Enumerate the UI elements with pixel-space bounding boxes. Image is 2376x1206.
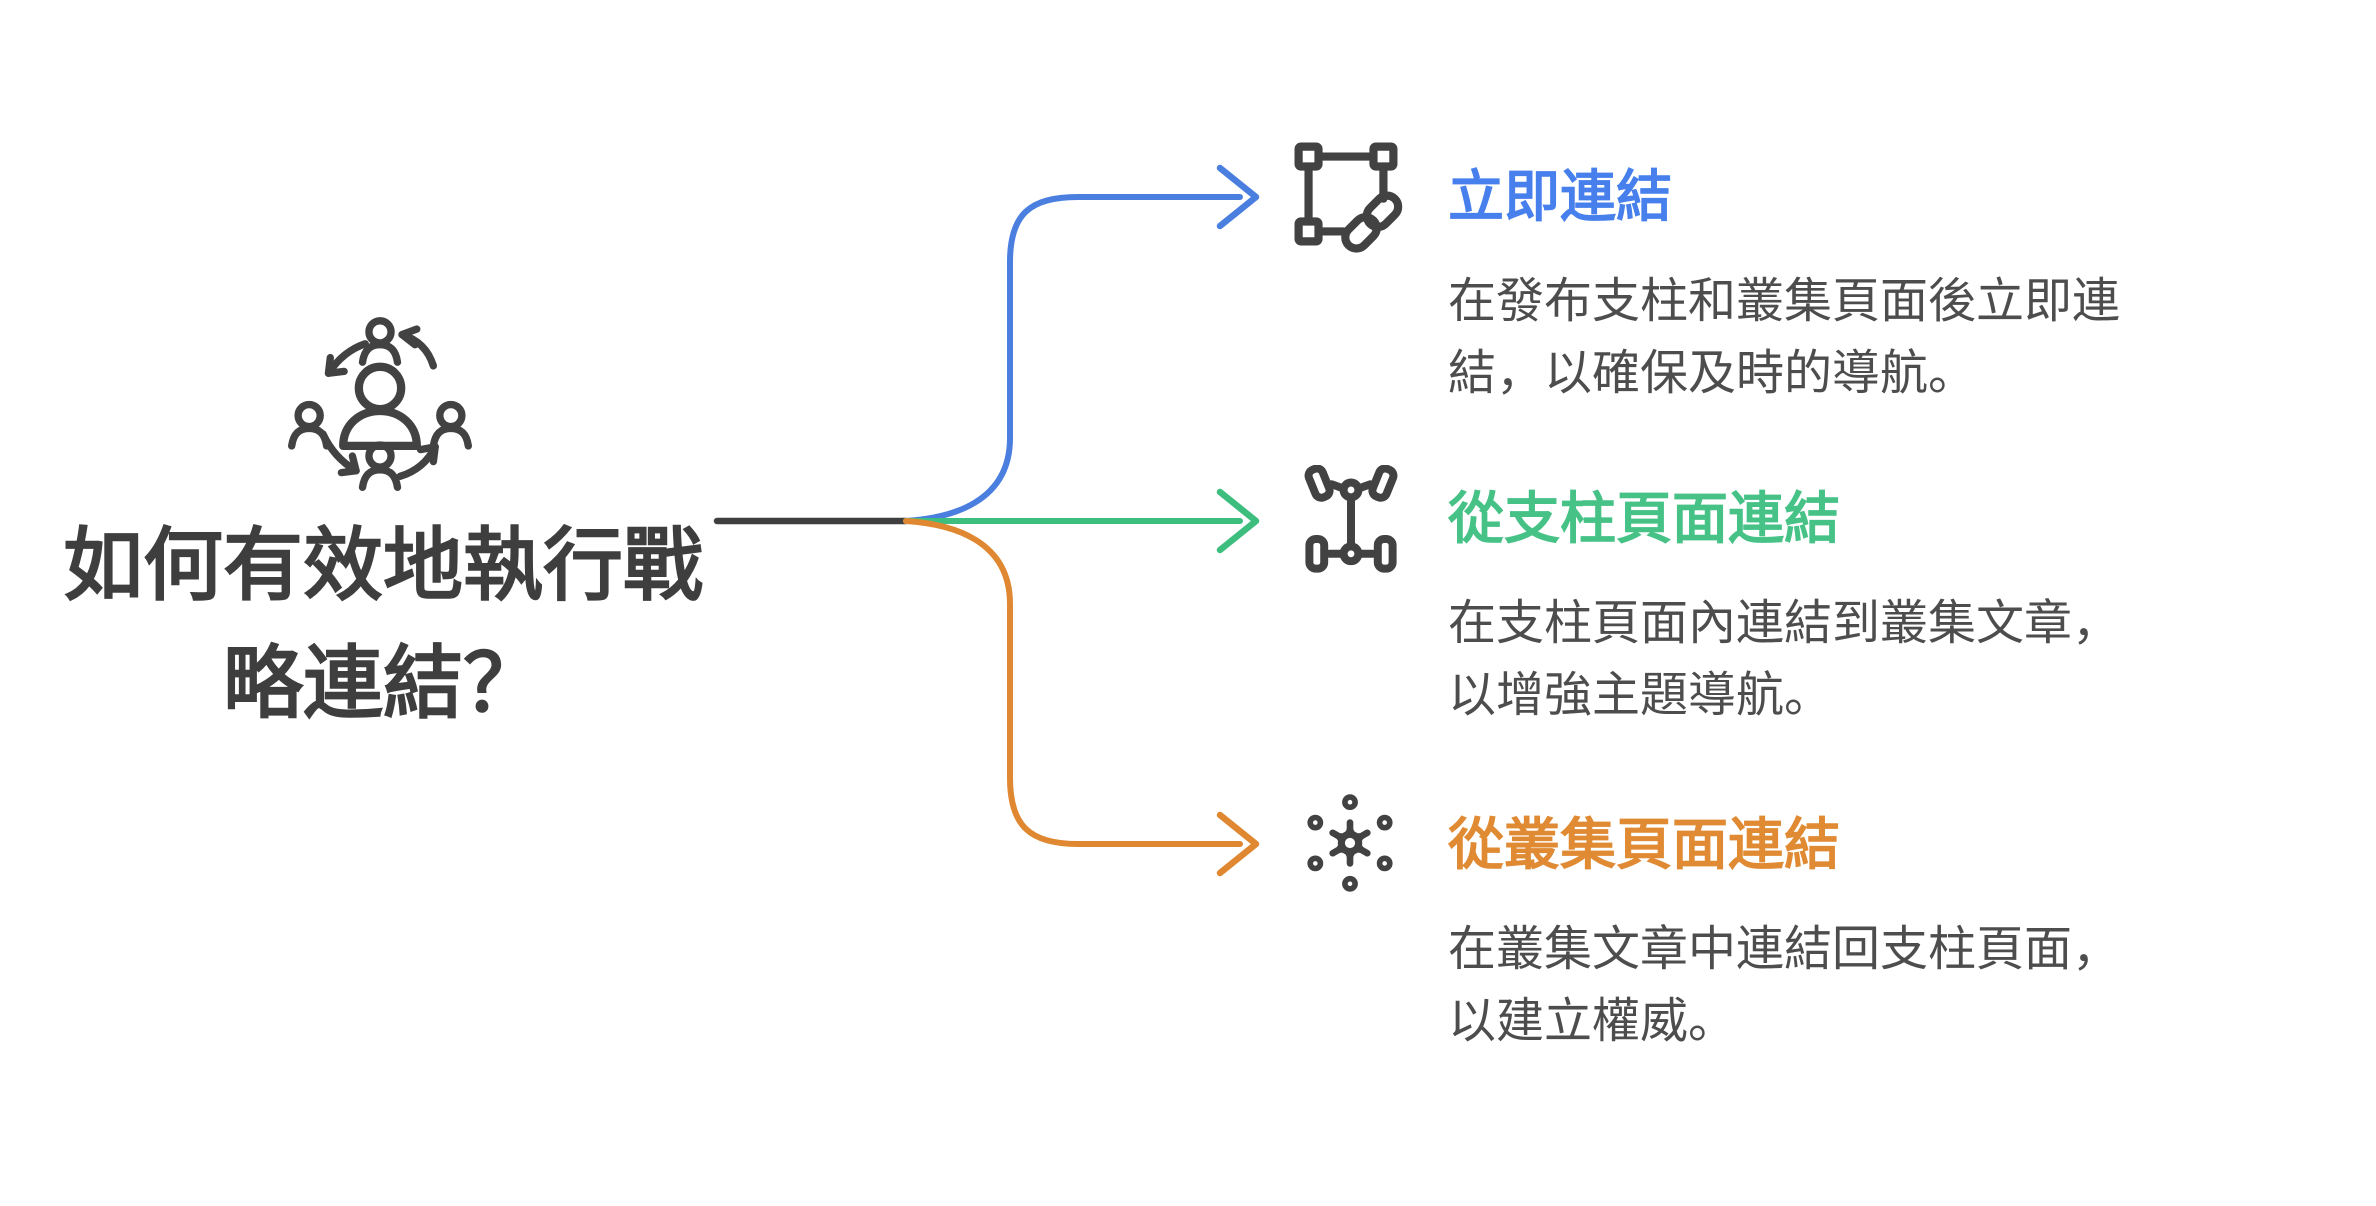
branch-desc-immediate-linking: 在發布支柱和叢集頁面後立即連結，以確保及時的導航。 bbox=[1448, 275, 2121, 400]
branch-desc-link-from-cluster-pages: 在叢集文章中連結回支柱頁面，以建立權威。 bbox=[1448, 923, 2121, 1048]
branch-arrow-green bbox=[903, 488, 1260, 554]
chassis-icon bbox=[1294, 465, 1408, 581]
branch-arrow-blue bbox=[903, 164, 1260, 524]
branch-title-immediate-linking: 立即連結 bbox=[1448, 165, 1672, 228]
selection-link-icon bbox=[1291, 139, 1408, 256]
people-cycle-icon bbox=[288, 306, 472, 492]
branch-desc-link-from-pillar-pages: 在支柱頁面內連結到叢集文章，以增強主題導航。 bbox=[1448, 597, 2121, 722]
hub-arrows-icon bbox=[1299, 789, 1401, 897]
branch-title-link-from-cluster-pages: 從叢集頁面連結 bbox=[1448, 813, 1840, 876]
root-question-title: 如何有效地執行戰略連結？ bbox=[63, 521, 703, 728]
branch-title-link-from-pillar-pages: 從支柱頁面連結 bbox=[1448, 487, 1840, 550]
branch-arrow-orange bbox=[903, 518, 1260, 877]
